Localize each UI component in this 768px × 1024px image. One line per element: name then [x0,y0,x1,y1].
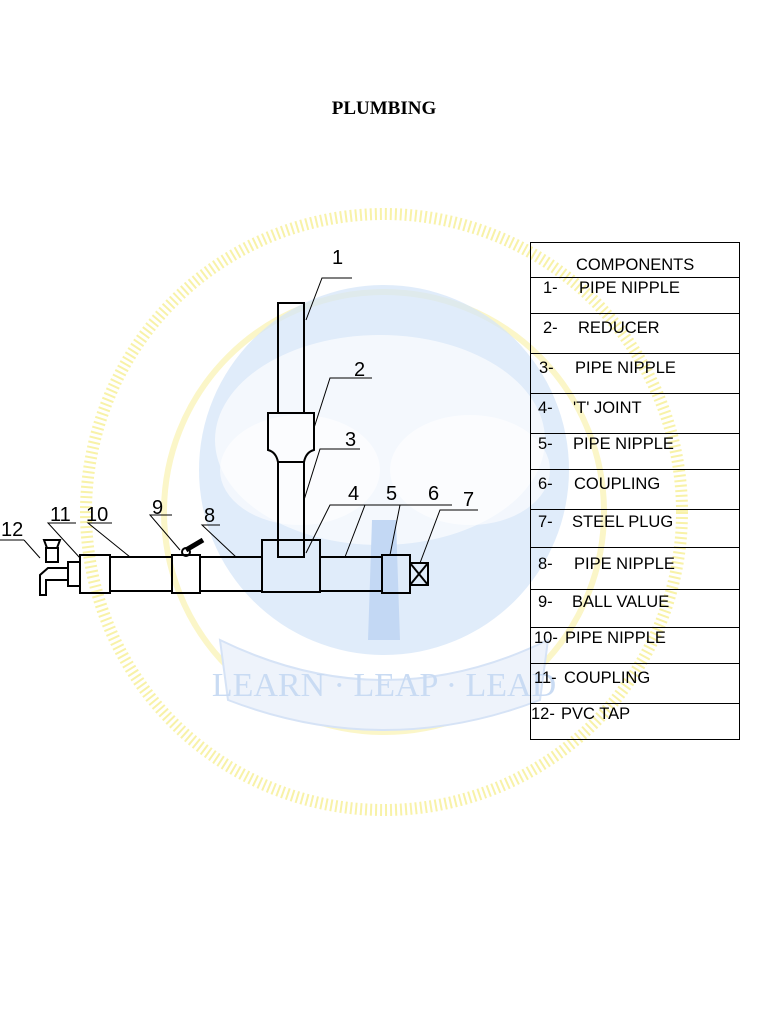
pipe-nipple-10 [109,556,173,592]
component-num: 7- [538,513,553,531]
components-header: COMPONENTS [530,242,740,278]
component-name: REDUCER [578,319,660,337]
component-num: 11- [534,669,557,687]
component-row: 9- BALL VALUE [530,589,740,628]
component-row: 8- PIPE NIPPLE [530,547,740,590]
component-name: PIPE NIPPLE [573,435,674,453]
component-num: 3- [539,359,554,377]
callout-6: 6 [428,483,439,505]
component-name: PIPE NIPPLE [575,359,676,377]
component-num: 9- [538,593,553,611]
pipe-nipple-1 [277,302,305,414]
component-name: 'T' JOINT [573,399,642,417]
callout-3: 3 [345,429,356,451]
component-name: PIPE NIPPLE [574,555,675,573]
component-num: 8- [538,555,553,573]
component-name: PVC TAP [561,705,631,723]
pipe-nipple-3 [277,461,305,558]
callout-5: 5 [386,483,397,505]
component-row: 11- COUPLING [530,663,740,704]
component-num: 6- [538,475,553,493]
component-num: 12- [531,705,555,723]
component-row: 5- PIPE NIPPLE [530,433,740,470]
component-row: 6- COUPLING [530,469,740,510]
coupling-6 [381,554,411,594]
page-title: PLUMBING [331,98,437,119]
watermark-tree-trunk [368,520,400,640]
component-row: 4- 'T' JOINT [530,393,740,434]
callout-8: 8 [204,505,215,527]
component-name: COUPLING [564,669,651,687]
callout-4: 4 [348,483,359,505]
component-name: PIPE NIPPLE [579,279,680,297]
callout-9: 9 [152,497,163,519]
callout-7: 7 [463,489,474,511]
pipe-nipple-5 [319,556,383,592]
reducer-2 [267,412,315,463]
component-name: STEEL PLUG [572,513,674,531]
coupling-11 [79,554,111,594]
components-header-row: COMPONENTS [530,242,740,278]
component-num: 2- [543,319,558,337]
callout-12: 12 [1,519,23,541]
callout-2: 2 [354,359,365,381]
component-num: 10- [534,629,558,647]
component-row: 12- PVC TAP [530,703,740,740]
component-row: 1- PIPE NIPPLE [530,277,740,314]
component-name: COUPLING [574,475,661,493]
component-row: 2- REDUCER [530,313,740,354]
t-joint-4 [261,539,321,593]
component-name: PIPE NIPPLE [565,629,666,647]
callout-11: 11 [50,504,71,526]
component-row: 3- PIPE NIPPLE [530,353,740,394]
component-num: 4- [538,399,553,417]
component-row: 10- PIPE NIPPLE [530,627,740,664]
component-row: 7- STEEL PLUG [530,509,740,548]
pipe-nipple-8 [199,556,263,592]
component-name: BALL VALUE [572,593,670,611]
callout-1: 1 [332,247,343,269]
component-num: 5- [538,435,553,453]
watermark-motto: LEARN · LEAP · LEAD [212,667,556,704]
pvc-tap-12 [39,539,81,596]
component-num: 1- [543,279,558,297]
ball-valve-9 [171,554,201,594]
callout-10: 10 [86,504,108,526]
steel-plug-7 [409,562,429,586]
components-table: COMPONENTS 1- PIPE NIPPLE 2- REDUCER 3- PIP… [530,242,740,740]
